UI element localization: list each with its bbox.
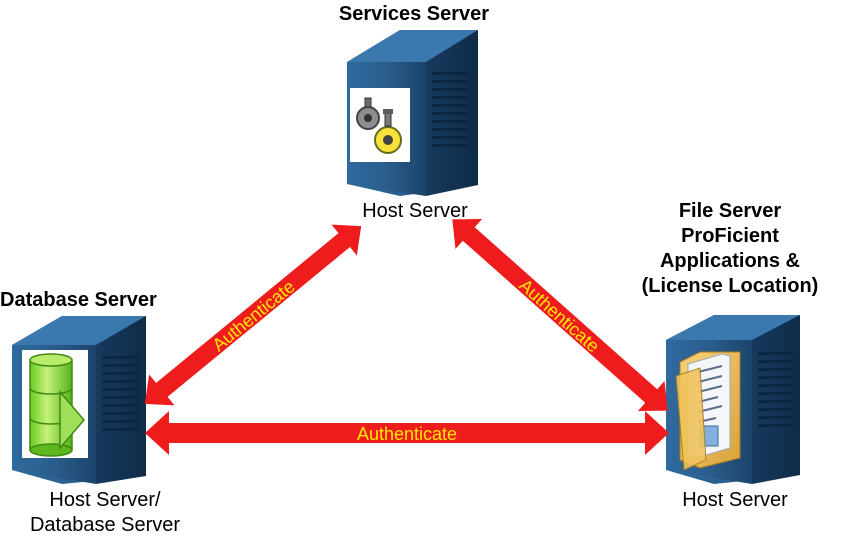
- folder-icon: [675, 351, 741, 471]
- file-server-title-line: (License Location): [641, 275, 819, 297]
- database-server-caption-line: Host Server/: [49, 489, 161, 511]
- edge-db-file: Authenticate: [145, 411, 669, 455]
- file-server-caption: Host Server: [682, 489, 788, 511]
- file-server-title-line: Applications &: [659, 250, 800, 272]
- database-server-caption-line: Database Server: [29, 514, 181, 536]
- gears-icon: [356, 97, 402, 154]
- edge-db-services: Authenticate: [144, 224, 362, 406]
- database-server-title: Database Server: [0, 289, 157, 311]
- database-server: [12, 316, 146, 484]
- file-server: [666, 315, 800, 484]
- services-server: [347, 30, 478, 196]
- services-server-caption: Host Server: [362, 200, 468, 222]
- edge-label-db-services: Authenticate: [209, 276, 299, 355]
- file-server-title: File Server ProFicient Applications & (L…: [618, 199, 842, 299]
- file-server-title-line: ProFicient: [681, 225, 779, 247]
- edge-label-db-file: Authenticate: [357, 424, 457, 444]
- services-server-title: Services Server: [338, 3, 490, 25]
- edge-label-services-file: Authenticate: [515, 275, 603, 356]
- database-icon: [29, 353, 85, 457]
- database-server-caption: Host Server/ Database Server: [0, 488, 210, 538]
- file-server-title-line: File Server: [678, 200, 782, 222]
